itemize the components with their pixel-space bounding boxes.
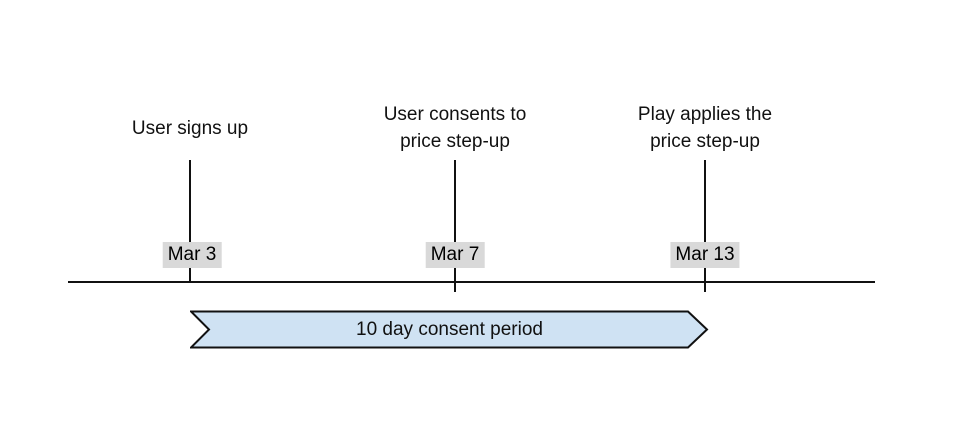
banner-label: 10 day consent period — [356, 318, 543, 340]
timeline-axis — [68, 281, 875, 283]
date-badge-mar7: Mar 7 — [425, 242, 485, 268]
event-label-consent: User consents to price step-up — [335, 101, 575, 155]
tick-line-apply — [704, 160, 706, 292]
tick-line-signup — [189, 160, 191, 283]
date-badge-mar3: Mar 3 — [162, 242, 222, 268]
chevron-ribbon-shape — [190, 310, 709, 349]
event-label-apply: Play applies the price step-up — [585, 101, 825, 155]
event-label-line: User consents to — [383, 104, 527, 125]
event-label-signup: User signs up — [70, 101, 310, 155]
event-label-line: Play applies the — [637, 104, 773, 125]
chevron-polygon — [190, 310, 709, 349]
date-badge-mar13: Mar 13 — [670, 242, 740, 268]
consent-period-banner: 10 day consent period — [190, 310, 709, 349]
event-label-line: User signs up — [131, 117, 249, 139]
event-label-line: price step-up — [650, 131, 760, 152]
event-label-line: price step-up — [400, 131, 510, 152]
tick-line-consent — [454, 160, 456, 292]
